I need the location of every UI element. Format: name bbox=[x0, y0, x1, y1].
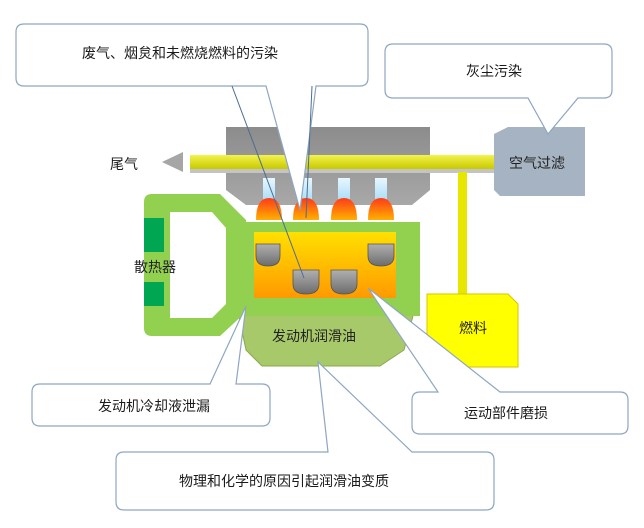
combustion-flame-3 bbox=[331, 198, 357, 220]
callout-exhaust-fuel-pollution bbox=[15, 23, 369, 211]
cylinder-tube-4 bbox=[375, 178, 387, 204]
radiator-label: 散热器 bbox=[134, 260, 176, 276]
callout-oil-degradation bbox=[115, 360, 495, 511]
radiator-core-top bbox=[144, 218, 164, 252]
callout-moving-parts-wear bbox=[367, 287, 629, 435]
callout-coolant-leak bbox=[31, 305, 271, 427]
callout-exhaust-fuel-pollution-text: 废气、烟炱和未燃烧燃料的污染 bbox=[82, 45, 278, 62]
air-filter-label: 空气过滤 bbox=[509, 156, 565, 172]
engine-oil-label: 发动机润滑油 bbox=[272, 328, 356, 345]
fuel-line bbox=[458, 172, 467, 296]
air-filter bbox=[494, 127, 585, 196]
piston-4 bbox=[367, 243, 395, 267]
callout-moving-parts-wear-text: 运动部件磨损 bbox=[464, 406, 548, 422]
exhaust-arrow-icon bbox=[162, 152, 183, 172]
fuel-label: 燃料 bbox=[459, 320, 487, 337]
cylinder-tube-3 bbox=[338, 178, 350, 204]
callout-dust-pollution-text: 灰尘污染 bbox=[466, 64, 522, 80]
combustion-flame-4 bbox=[368, 198, 394, 220]
exhaust-intake-pipe bbox=[190, 155, 496, 169]
callout-coolant-leak-text: 发动机冷却液泄漏 bbox=[98, 399, 210, 415]
piston-1 bbox=[255, 243, 281, 267]
piston-2 bbox=[292, 269, 320, 295]
piston-3 bbox=[330, 269, 358, 295]
pointer-to-flame-2 bbox=[305, 85, 313, 219]
callout-oil-degradation-text: 物理和化学的原因引起润滑油变质 bbox=[179, 473, 389, 490]
pointer-to-piston-2 bbox=[231, 85, 305, 279]
crankcase bbox=[254, 232, 396, 298]
pipe-underline bbox=[190, 169, 496, 173]
radiator-loop bbox=[144, 194, 246, 336]
callout-dust-pollution bbox=[384, 43, 613, 136]
combustion-flame-1 bbox=[256, 198, 282, 220]
radiator-core-bottom bbox=[144, 282, 164, 306]
cylinder-tube-1 bbox=[263, 178, 275, 204]
exhaust-label: 尾气 bbox=[110, 157, 138, 173]
